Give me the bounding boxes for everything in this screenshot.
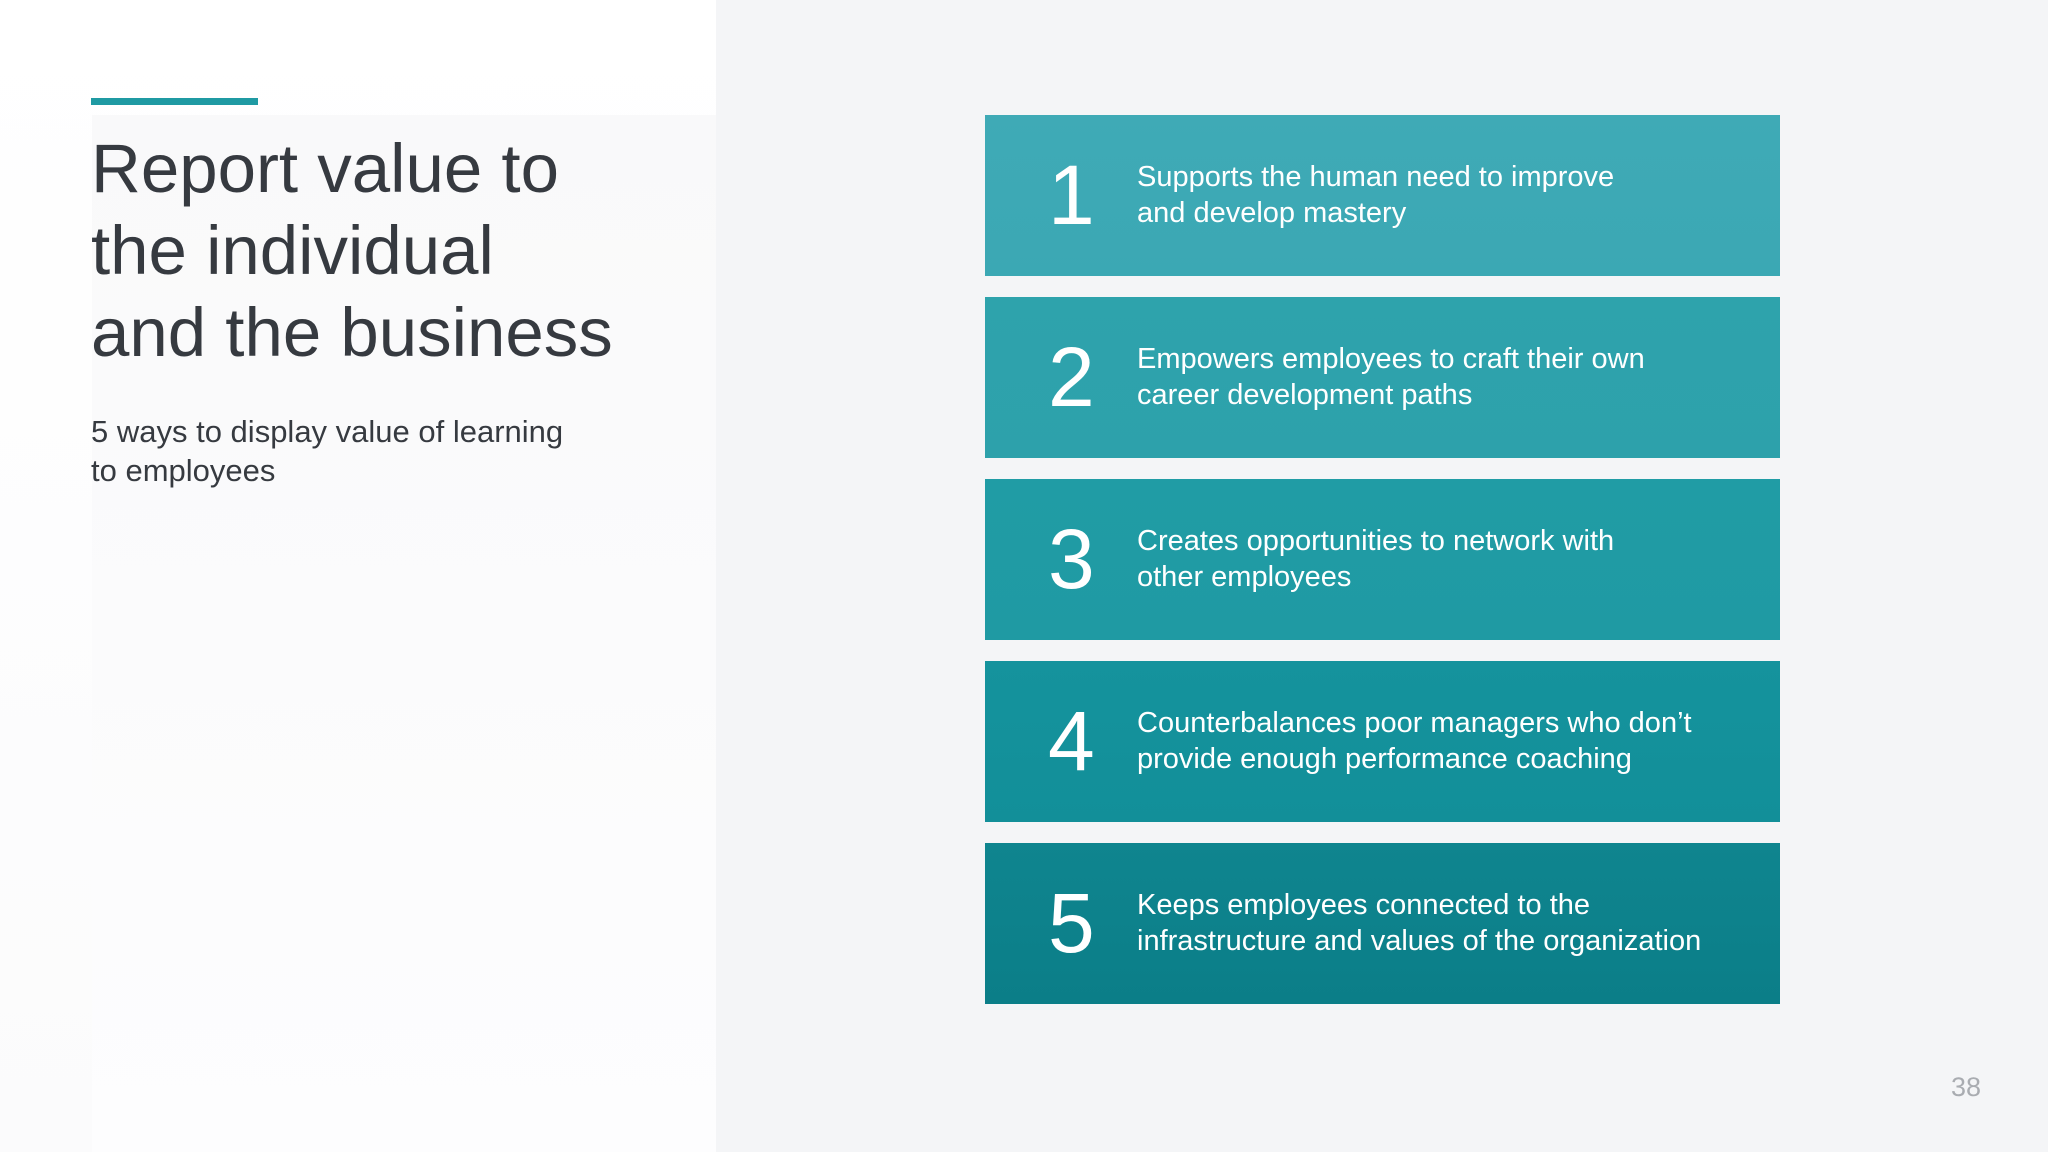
title-accent-line — [91, 98, 258, 105]
item-description-line: Keeps employees connected to the — [1137, 889, 1591, 921]
item-description-line: Empowers employees to craft their own — [1137, 343, 1645, 375]
slide-title-line: and the business — [91, 294, 613, 371]
item-description-line: career development paths — [1137, 379, 1473, 411]
item-description: Creates opportunities to network with ot… — [1137, 523, 1757, 595]
value-item-3: 3 Creates opportunities to network with … — [985, 479, 1780, 640]
item-number: 3 — [1048, 512, 1095, 606]
page-number: 38 — [1950, 1072, 1981, 1102]
slide-title-line: the individual — [91, 212, 494, 289]
value-item-2: 2 Empowers employees to craft their own … — [985, 297, 1780, 458]
item-description-line: Creates opportunities to network with — [1137, 525, 1615, 557]
item-description-line: and develop mastery — [1137, 197, 1407, 229]
item-number: 4 — [1048, 694, 1095, 788]
slide-subtitle: 5 ways to display value of learning to e… — [91, 412, 651, 490]
item-number: 5 — [1048, 876, 1095, 970]
value-item-4: 4 Counterbalances poor managers who don’… — [985, 661, 1780, 822]
item-description: Keeps employees connected to the infrast… — [1137, 887, 1757, 959]
item-description: Counterbalances poor managers who don’t … — [1137, 705, 1757, 777]
slide-title: Report value to the individual and the b… — [91, 128, 691, 374]
item-description-line: infrastructure and values of the organiz… — [1137, 925, 1702, 957]
slide-subtitle-line: 5 ways to display value of learning — [91, 414, 564, 449]
item-description-line: Counterbalances poor managers who don’t — [1137, 707, 1692, 739]
item-description-line: other employees — [1137, 561, 1352, 593]
item-description: Empowers employees to craft their own ca… — [1137, 341, 1757, 413]
item-number: 2 — [1048, 330, 1095, 424]
value-list: 1 Supports the human need to improve and… — [985, 115, 1780, 1025]
slide-subtitle-line: to employees — [91, 453, 276, 488]
item-number: 1 — [1048, 148, 1095, 242]
item-description-line: provide enough performance coaching — [1137, 743, 1632, 775]
value-item-1: 1 Supports the human need to improve and… — [985, 115, 1780, 276]
value-item-5: 5 Keeps employees connected to the infra… — [985, 843, 1780, 1004]
left-panel-shade — [92, 115, 716, 1152]
item-description-line: Supports the human need to improve — [1137, 161, 1615, 193]
slide-title-line: Report value to — [91, 130, 559, 207]
item-description: Supports the human need to improve and d… — [1137, 159, 1757, 231]
